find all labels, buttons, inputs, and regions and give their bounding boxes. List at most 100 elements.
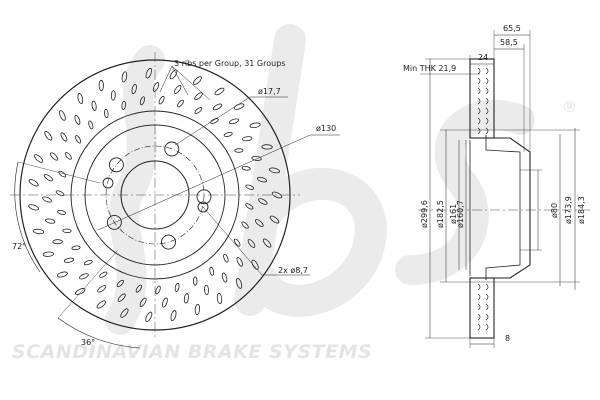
cooling-rib [236, 257, 244, 267]
cooling-rib [261, 144, 273, 150]
dia-label-184-3: ø184,3 [577, 196, 586, 224]
cooling-rib [221, 272, 228, 283]
cooling-rib [139, 96, 145, 106]
cooling-rib [242, 136, 253, 142]
vent-slot [477, 87, 489, 95]
ribs-note: 3 ribs per Group, 31 Groups [174, 59, 285, 68]
cooling-rib [91, 100, 97, 111]
cooling-rib [258, 198, 268, 205]
cooling-rib [43, 174, 53, 182]
registered-mark: ® [562, 98, 578, 116]
cooling-rib [110, 90, 116, 101]
small-holes-label: 2x ø8,7 [278, 266, 308, 275]
bolt-hole [196, 189, 212, 205]
cooling-rib [251, 259, 259, 270]
cooling-rib [116, 279, 124, 288]
cooling-rib [269, 167, 280, 174]
cooling-rib [170, 310, 177, 322]
vent-slot [477, 127, 489, 135]
pcd-label: ø130 [316, 124, 336, 133]
vent-slot [477, 283, 489, 291]
vent-slot [477, 323, 489, 331]
dim-label-58-5: 58,5 [500, 38, 518, 47]
leader-small-holes [202, 206, 310, 276]
cooling-rib [269, 215, 280, 224]
vent-slot [477, 117, 489, 125]
cooling-rib [34, 154, 44, 163]
cooling-rib [77, 93, 84, 104]
angle-36-arc [57, 317, 141, 349]
cooling-rib [28, 204, 39, 211]
cooling-rib [192, 276, 198, 286]
cooling-rib [52, 239, 63, 245]
side-vent-slots [477, 67, 489, 331]
angle-36-ext [57, 249, 119, 319]
dia-label-80: ø80 [550, 203, 559, 218]
cooling-rib [209, 266, 215, 276]
cooling-rib [96, 300, 106, 309]
cooling-rib [152, 82, 160, 92]
cooling-rib [223, 132, 233, 137]
cooling-rib [28, 179, 39, 187]
cooling-rib [74, 114, 81, 125]
dia-label-161: ø161 [449, 204, 458, 224]
cooling-ribs [28, 67, 283, 322]
leader-ribs [171, 65, 211, 101]
cooling-rib [228, 118, 240, 125]
cooling-rib [98, 79, 104, 92]
cooling-rib [216, 292, 223, 305]
sbs-logo-s1 [105, 45, 165, 335]
side-view [418, 30, 590, 348]
cooling-rib [194, 107, 203, 114]
cooling-rib [145, 311, 153, 322]
cooling-rib [155, 285, 161, 295]
cooling-rib [121, 100, 126, 110]
cooling-rib [121, 71, 128, 83]
vent-slot [477, 313, 489, 321]
angle-36-label: 36° [81, 338, 95, 347]
cooling-rib [79, 273, 89, 280]
cooling-rib [131, 83, 137, 95]
small-hole [102, 177, 114, 189]
cooling-rib [262, 238, 272, 248]
cooling-rib [255, 219, 264, 227]
cooling-rib [63, 257, 75, 263]
cooling-rib [120, 308, 129, 318]
cooling-rib [249, 122, 261, 129]
dia-label-173-9: ø173,9 [564, 196, 573, 224]
cooling-rib [174, 282, 180, 292]
cooling-rib [192, 76, 202, 85]
sbs-watermark: ® SCANDINAVIAN BRAKE SYSTEMS [12, 24, 578, 363]
dia-label-182-5: ø182,5 [436, 200, 445, 228]
leader-hole-dia [174, 96, 288, 146]
cooling-rib [57, 209, 67, 215]
hat-profile [494, 137, 531, 279]
cooling-rib [158, 96, 165, 105]
cooling-rib [88, 120, 94, 130]
friction-ring-lower [469, 277, 495, 339]
cooling-rib [104, 108, 109, 119]
angle-72-ext [17, 161, 101, 184]
side-view-labels: 65,5 58,5 24 Min THK 21,9 8 ø299,6 ø182,… [403, 24, 586, 343]
sbs-logo-b [234, 24, 387, 317]
cooling-rib [42, 196, 52, 203]
bolt-hole [108, 157, 124, 173]
friction-ring-upper [469, 58, 495, 139]
cooling-rib [251, 155, 262, 161]
cooling-rib [75, 288, 86, 295]
cooling-rib [204, 284, 209, 296]
cooling-rib [139, 297, 147, 307]
vent-slot [477, 67, 489, 75]
dim-label-8: 8 [505, 334, 510, 343]
cooling-rib [214, 87, 225, 96]
leader-ribs [171, 65, 189, 96]
cooling-rib [241, 166, 251, 171]
leader-pcd [97, 134, 340, 231]
cooling-rib [256, 176, 267, 183]
cooling-rib [247, 239, 256, 248]
vent-slot [477, 303, 489, 311]
small-hole [197, 201, 209, 213]
dim-label-24: 24 [478, 53, 488, 62]
cooling-rib [64, 152, 72, 160]
